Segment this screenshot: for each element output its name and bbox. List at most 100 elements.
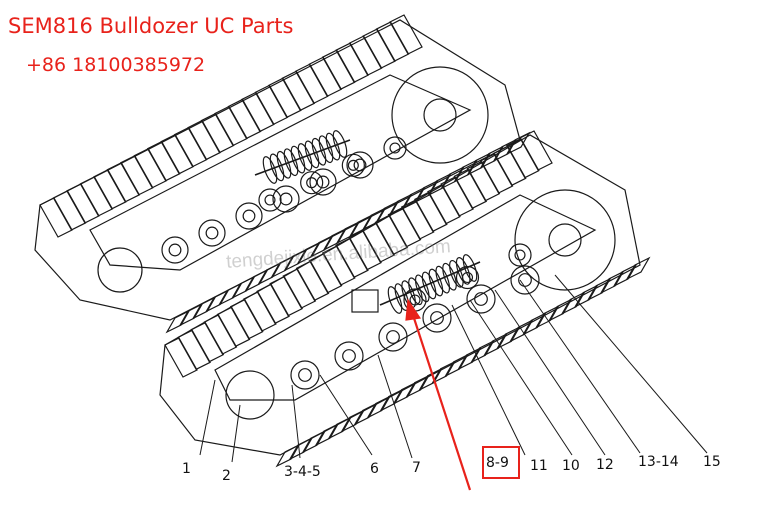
track-roller [378,322,408,352]
track-shoe [335,42,369,83]
track-shoe [321,245,356,286]
track-shoe [479,153,514,194]
track-roller [235,202,263,230]
spring-coil [262,156,278,184]
front-track-rollers [290,265,540,390]
red-pointer-arrow [405,298,472,491]
track-shoe [203,314,238,355]
track-roller [300,171,324,195]
track-shoe [39,197,73,238]
rear-sprocket [391,66,489,164]
track-shoe [519,130,553,171]
roller-hub [168,243,182,257]
spring-coil [449,259,464,288]
track-shoe [190,321,225,363]
track-roller [272,185,300,213]
rear-track-assembly [34,14,531,334]
contact-phone: +86 18100385972 [26,54,206,76]
spring-coil [442,262,457,291]
track-shoe [282,268,317,309]
roller-hub [518,273,532,287]
front-track-outline [159,134,641,456]
track-shoe [269,275,304,317]
track-shoe [321,49,356,90]
spring-coil [318,135,334,164]
track-shoe [348,35,383,76]
front-track-inner [214,194,597,401]
callout-highlight-box [482,446,520,479]
track-shoe [400,199,435,240]
track-shoe [413,191,448,233]
track-shoe [427,183,461,225]
callout-3-4-5: 3-4-5 [284,464,321,480]
track-roller [258,188,282,212]
callout-12: 12 [596,457,614,473]
track-shoe [106,162,141,203]
track-shoe [229,298,264,340]
spring-coil [304,140,320,169]
rear-idler [97,247,143,293]
track-shoe [177,329,211,371]
roller-hub [353,158,367,172]
spring-coil [462,254,478,282]
track-shoe [492,145,527,187]
spring-coil [311,137,327,166]
rear-recoil-spring [254,130,351,184]
callout-2: 2 [222,468,231,484]
track-roller [422,303,452,333]
roller-hub [279,192,293,206]
roller-hub [389,142,401,154]
spring-coil [325,132,341,161]
spring-coil [276,150,292,179]
track-roller [508,243,532,267]
rear-carrier-rollers [258,136,407,212]
callout-15: 15 [703,454,721,470]
track-shoe [243,291,277,332]
rear-track-inner [89,74,472,271]
track-roller [346,151,374,179]
spring-coil [414,274,430,303]
callout-1: 1 [182,461,191,477]
track-shoe [361,222,396,263]
roller-hub [430,311,444,325]
roller-hub [306,177,318,189]
track-shoe [308,252,343,294]
roller-hub [205,226,219,240]
track-shoe [66,183,100,224]
roller-hub [242,209,256,223]
rear-sprocket-hub [423,98,457,132]
roller-hub [347,159,359,171]
track-shoe [93,169,127,210]
front-idler [225,370,275,420]
spring-coil [332,130,348,158]
front-sprocket [514,189,616,291]
track-shoe [348,229,382,271]
track-roller [455,265,480,290]
callout-6: 6 [370,461,379,477]
track-roller [383,136,407,160]
roller-hub [298,368,312,382]
callout-11: 11 [530,458,548,474]
callout-8-9: 8-9 [486,455,509,471]
track-shoe [308,56,343,98]
callout-7: 7 [412,460,421,476]
track-shoe [268,77,302,119]
track-shoe [440,176,474,217]
track-shoe [295,260,330,302]
spring-coil [455,257,471,285]
spring-coil [421,271,437,300]
track-roller [334,341,364,371]
roller-hub [342,349,356,363]
track-roller [161,236,189,264]
spring-coil [387,286,403,314]
leader-lines [199,274,708,463]
track-shoe [374,214,409,256]
track-shoe [216,306,251,348]
spring-coil [269,153,285,182]
spring-coil [283,148,299,177]
roller-hub [386,330,400,344]
diagram-title: SEM816 Bulldozer UC Parts [8,14,294,38]
callout-10: 10 [562,458,580,474]
track-shoe [164,337,198,378]
